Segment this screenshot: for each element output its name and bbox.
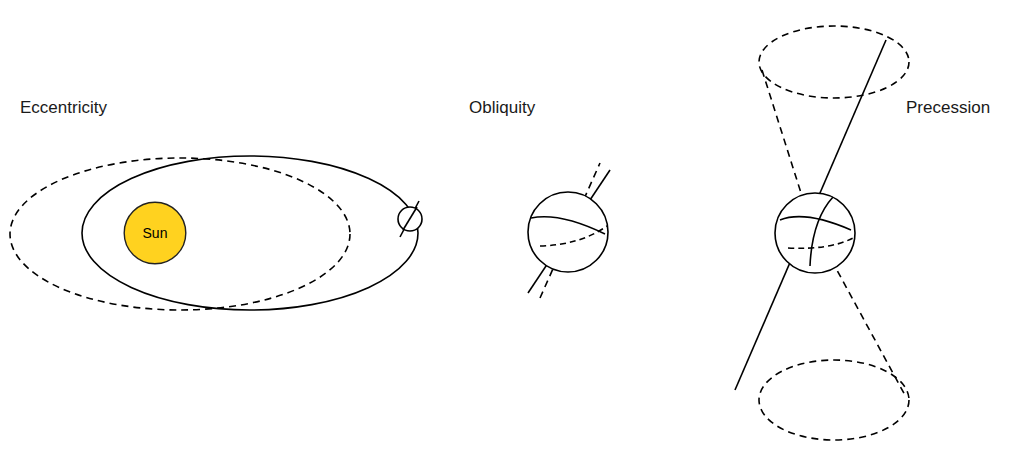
equator-dashed [540, 226, 607, 246]
axis-solid [528, 170, 610, 293]
equator-dashed [788, 238, 853, 248]
sun-circle: Sun [123, 201, 187, 265]
section-title: Eccentricity [20, 98, 107, 118]
globe [528, 192, 608, 272]
sun-disc [124, 202, 186, 264]
equator-solid [531, 217, 605, 234]
cone-top [759, 26, 909, 98]
cone-bottom [759, 360, 909, 440]
node-text: Sun [143, 225, 168, 241]
section-title: Obliquity [469, 98, 535, 118]
cone-dashed-upper [762, 70, 808, 215]
globe [775, 193, 855, 273]
earth-small [398, 207, 422, 231]
section-title: Precession [906, 98, 990, 118]
earth-axis-inner [403, 207, 417, 230]
cone-dashed-lower [826, 250, 906, 397]
precession-axis [735, 40, 886, 390]
orbit-dashed [10, 158, 350, 310]
orbit-solid [82, 156, 418, 310]
meridian [810, 197, 833, 266]
